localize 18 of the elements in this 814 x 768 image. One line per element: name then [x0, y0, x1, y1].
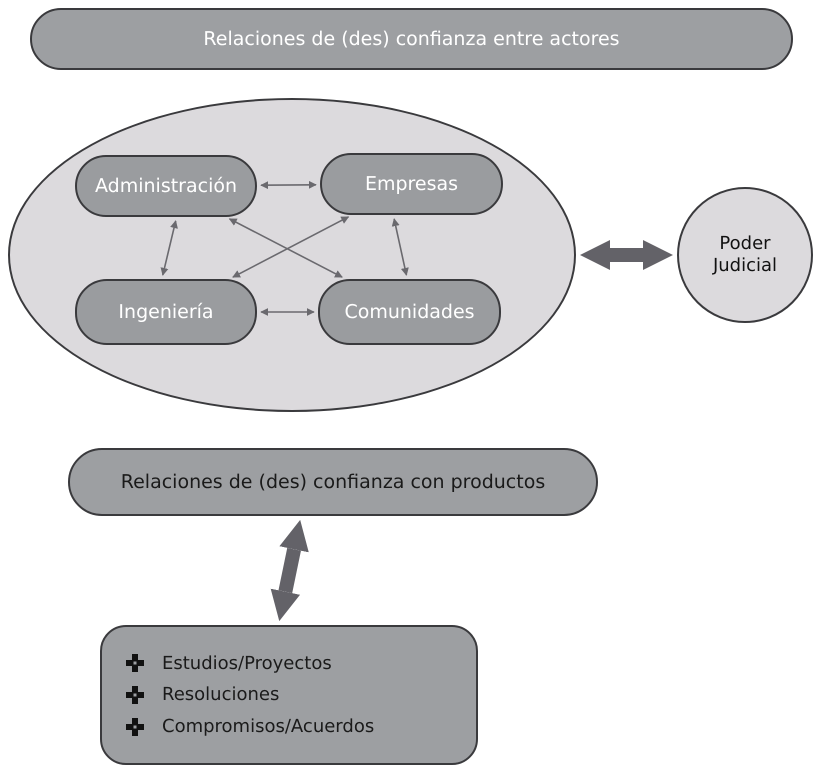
arrow — [260, 180, 317, 190]
arrow — [392, 218, 409, 276]
list-item-text: Resoluciones — [162, 684, 280, 706]
double-arrow — [270, 520, 309, 622]
node-label: Relaciones de (des) confianza con productos — [120, 470, 546, 494]
list-item-text: Estudios/Proyectos — [162, 652, 332, 674]
arrow — [260, 308, 315, 316]
actor-pill — [75, 155, 257, 217]
node-label: Empresas — [364, 172, 458, 196]
products-box — [100, 625, 478, 765]
node-label: Administración — [94, 174, 238, 198]
double-arrow — [580, 240, 673, 270]
node-label: Ingeniería — [118, 300, 214, 324]
node-label: Relaciones de (des) confianza entre actores — [203, 28, 620, 50]
node-label: Poder Judicial — [711, 233, 778, 277]
arrow — [160, 220, 178, 276]
node-label: Comunidades — [344, 300, 475, 324]
list-item-text: Compromisos/Acuerdos — [162, 716, 374, 738]
